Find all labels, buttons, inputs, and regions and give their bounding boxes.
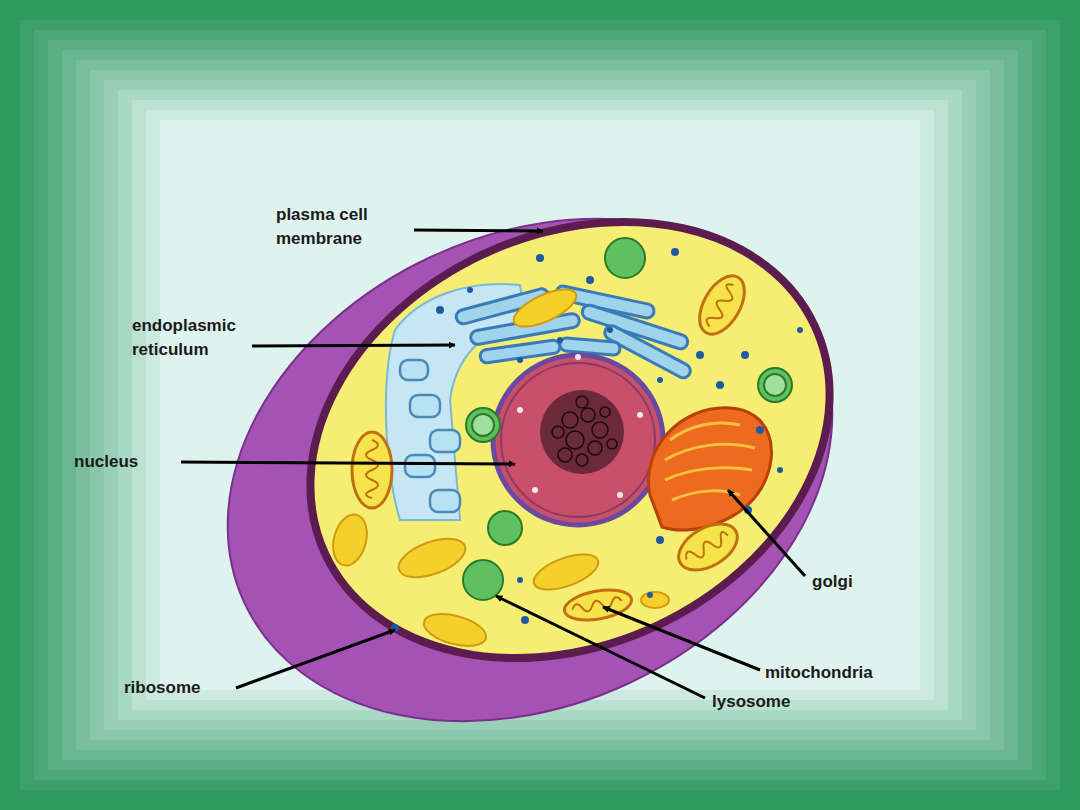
cell (145, 124, 915, 810)
part-label: mitochondria (765, 661, 915, 685)
leader-arrows (181, 230, 805, 698)
golgi (648, 408, 771, 530)
mitochondria (352, 268, 754, 624)
ribosomes (391, 248, 803, 632)
part-label: ribosome (124, 676, 234, 700)
lysosomes (463, 238, 792, 600)
nucleus (493, 354, 663, 525)
part-label: golgi (812, 570, 892, 594)
part-label: nucleus (74, 450, 174, 474)
part-label: lysosome (712, 690, 832, 714)
part-label: endoplasmic reticulum (132, 314, 272, 362)
part-label: plasma cell membrane (276, 203, 406, 251)
